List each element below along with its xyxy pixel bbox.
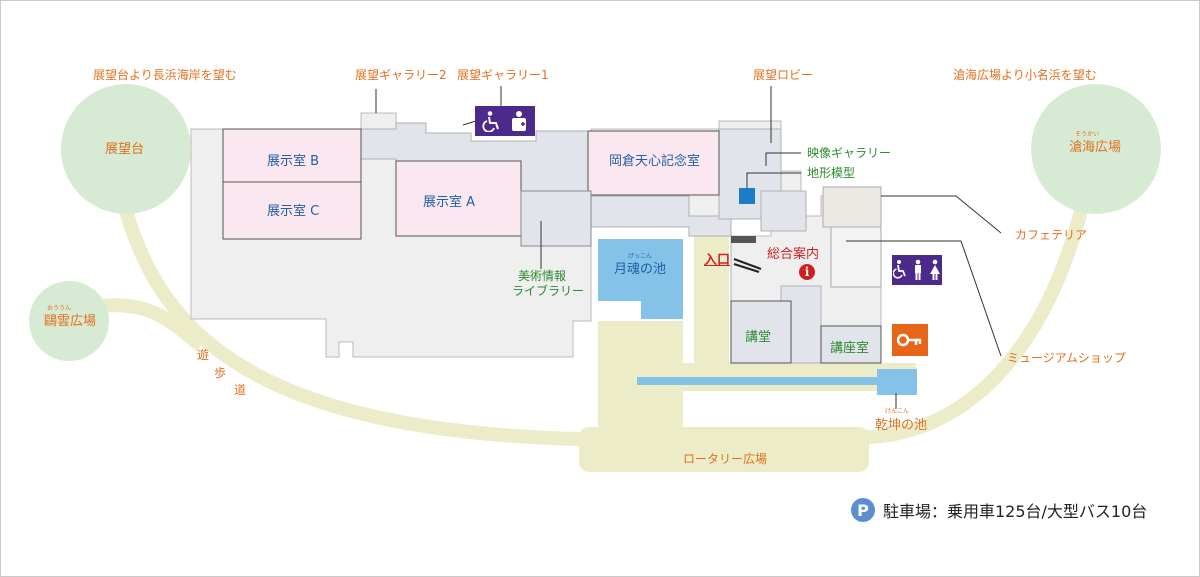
library-area xyxy=(520,190,592,247)
kenkon-pond-channel xyxy=(637,377,877,385)
wheelchair-icon xyxy=(482,111,499,132)
exhibit-room-b xyxy=(222,128,362,183)
gallery1-label: 展望ギャラリー1 xyxy=(457,68,549,82)
okakura-memorial-room xyxy=(587,130,720,196)
kodo-label: 講堂 xyxy=(745,330,772,345)
locker-sign xyxy=(892,324,928,356)
wheelchair-icon xyxy=(893,260,906,279)
entrance-arrow xyxy=(733,258,762,273)
parking-text: 駐車場：乗用車125台/大型バス10台 xyxy=(883,502,1148,521)
promenade-branch-ouun xyxy=(100,298,206,352)
gallery2-label: 展望ギャラリー2 xyxy=(355,68,447,82)
gekkon-pond xyxy=(598,239,683,319)
soukai-plaza-label: 滄海広場 xyxy=(1069,140,1122,155)
promenade-char-1: 遊 xyxy=(197,348,210,362)
library-label-line2: ライブラリー xyxy=(512,284,585,298)
room-b-label: 展示室 B xyxy=(267,154,320,169)
ouun-ruby: おううん xyxy=(47,305,72,312)
soukai-ruby: そうかい xyxy=(1075,131,1100,138)
parking-icon: P xyxy=(851,498,875,522)
terrain-model-label: 地形模型 xyxy=(807,166,856,180)
view-label-tenbodai: 展望台より長浜海岸を望む xyxy=(93,68,237,82)
cafeteria-area xyxy=(822,186,882,228)
accessible-sign-gallery xyxy=(475,106,535,136)
promenade-path xyxy=(119,209,1088,447)
okakura-room-label: 岡倉天心記念室 xyxy=(609,154,701,169)
entrance-wall xyxy=(731,236,756,243)
woman-icon xyxy=(930,259,940,280)
terrain-model-area xyxy=(760,190,807,232)
kenkon-ruby: けんこん xyxy=(885,408,910,415)
gekkon-ruby: げっこん xyxy=(628,253,653,260)
rotary-plaza-label: ロータリー広場 xyxy=(683,452,768,466)
man-icon xyxy=(915,259,921,280)
kenkon-pond xyxy=(877,369,917,395)
tenbodai-circle xyxy=(61,84,191,214)
kodo-room xyxy=(730,300,792,364)
kenkon-pond-label: 乾坤の池 xyxy=(875,418,928,433)
lobby-label: 展望ロビー xyxy=(753,68,814,82)
gekkon-pond-label: 月魂の池 xyxy=(614,262,667,277)
kozashitsu-room xyxy=(820,325,882,364)
parking-info: P 駐車場：乗用車125台/大型バス10台 xyxy=(851,498,1147,522)
ouun-plaza-circle xyxy=(29,281,109,361)
promenade-char-3: 道 xyxy=(234,383,247,397)
restroom-sign xyxy=(892,255,942,285)
terrain-model-marker xyxy=(739,188,755,204)
video-gallery-label: 映像ギャラリー xyxy=(807,146,892,160)
library-label-line1: 美術情報 xyxy=(518,269,567,283)
view-label-soukai: 滄海広場より小名浜を望む xyxy=(953,68,1097,82)
ouun-plaza-label: 鷗雲広場 xyxy=(44,314,97,329)
entrance-label: 入口 xyxy=(704,253,731,268)
outdoor-walkway-entrance xyxy=(694,233,729,363)
cafeteria-label: カフェテリア xyxy=(1015,228,1088,242)
ostomate-icon xyxy=(512,111,526,131)
museum-shop-label: ミュージアムショップ xyxy=(1007,351,1126,365)
rotary-plaza xyxy=(579,427,869,472)
info-desk-label: 総合案内 xyxy=(767,247,820,262)
tenbodai-label: 展望台 xyxy=(105,142,145,157)
room-a-label: 展示室 A xyxy=(423,195,476,210)
promenade-char-2: 歩 xyxy=(214,366,227,380)
exhibit-room-a xyxy=(395,160,522,237)
shop-area xyxy=(830,226,882,288)
info-icon: i xyxy=(799,264,815,280)
exhibit-room-c xyxy=(222,181,362,240)
soukai-plaza-circle xyxy=(1031,84,1161,214)
key-icon xyxy=(897,333,922,347)
kozashitsu-label: 講座室 xyxy=(830,341,870,356)
room-c-label: 展示室 C xyxy=(267,204,320,219)
